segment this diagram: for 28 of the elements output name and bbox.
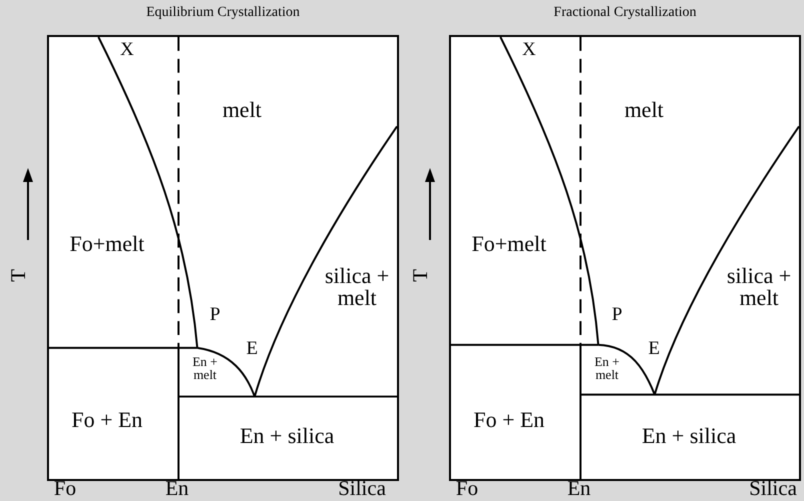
phase-field-label: E <box>245 339 259 358</box>
panel-title: Fractional Crystallization <box>552 4 698 22</box>
phase-field-label: silica + melt <box>726 265 792 309</box>
phase-field-label: En + silica <box>238 425 336 447</box>
phase-field-label: Fo + En <box>70 409 144 431</box>
axis-label: Silica <box>748 478 798 499</box>
phase-field-label: En + melt <box>593 355 621 381</box>
phase-field-label: X <box>521 40 537 59</box>
phase-field-label: Fo+melt <box>470 233 548 255</box>
phase-field-label: melt <box>221 99 263 121</box>
phase-field-label: Fo + En <box>472 409 546 431</box>
phase-field-label: P <box>610 305 624 324</box>
axis-label-rotated: T <box>410 269 431 282</box>
panel-title: Equilibrium Crystallization <box>145 4 301 22</box>
axis-label-rotated: T <box>8 269 29 282</box>
phase-field-label: Fo+melt <box>68 233 146 255</box>
axis-label: Fo <box>52 478 78 499</box>
phase-field-label: P <box>208 305 222 324</box>
phase-field-label: En + silica <box>640 425 738 447</box>
phase-field-label: E <box>647 339 661 358</box>
phase-field-label: En + melt <box>191 355 219 381</box>
axis-label: Fo <box>454 478 480 499</box>
axis-label: En <box>566 478 592 499</box>
phase-field-label: melt <box>623 99 665 121</box>
phase-field-label: X <box>119 40 135 59</box>
axis-label: Silica <box>337 478 387 499</box>
axis-label: En <box>164 478 190 499</box>
phase-field-label: silica + melt <box>324 265 390 309</box>
